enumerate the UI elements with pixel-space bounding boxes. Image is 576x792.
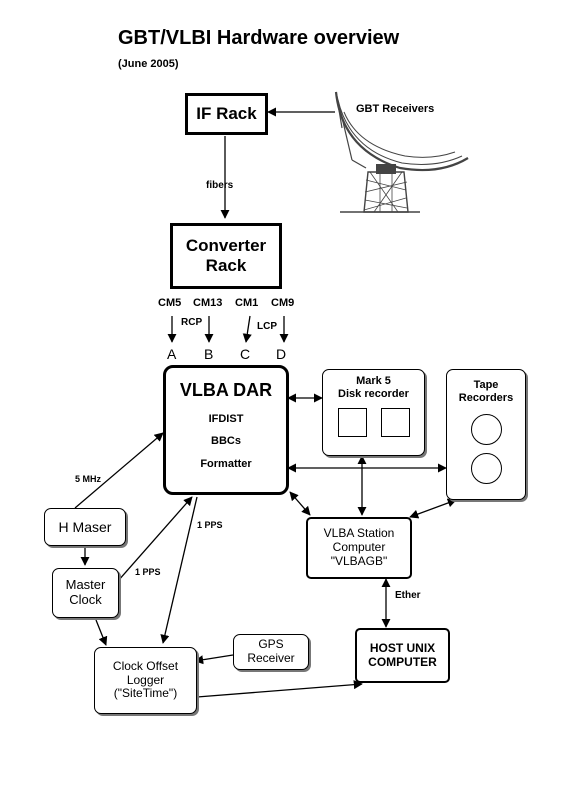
gps-receiver-label-line2: Receiver: [247, 651, 295, 665]
channel-letter-a: A: [167, 346, 177, 362]
station-computer-label-line3: "VLBAGB": [330, 553, 388, 568]
cm1-label: CM1: [235, 297, 259, 309]
channel-letter-d: D: [276, 346, 287, 362]
logger-label-line1: Clock Offset: [112, 658, 179, 673]
mark5-label-line2: Disk recorder: [338, 387, 409, 400]
mark5-disk-slots: [337, 408, 410, 438]
arrow-dar-to-logger: [160, 496, 198, 644]
vlba-dar-title: VLBA DAR: [179, 380, 273, 400]
rcp-label: RCP: [181, 317, 203, 328]
gbt-telescope-icon: [334, 91, 469, 213]
converter-rack-box[interactable]: Converter Rack: [170, 223, 282, 289]
page-title: GBT/VLBI Hardware overview: [118, 27, 400, 49]
clock-offset-logger-box[interactable]: Clock Offset Logger ("SiteTime"): [94, 647, 197, 714]
if-rack-box[interactable]: IF Rack: [185, 93, 268, 135]
cm9-label: CM9: [271, 297, 295, 309]
tape-recorders-label-line1: Tape: [473, 379, 499, 391]
cm5-label: CM5: [158, 297, 182, 309]
disk-slot-icon: [337, 408, 367, 438]
station-computer-label-line1: VLBA Station: [323, 526, 395, 541]
converter-rack-label-line1: Converter: [185, 236, 267, 256]
five-mhz-label: 5 MHz: [75, 474, 102, 484]
vlba-dar-item-formatter: Formatter: [200, 457, 252, 470]
cm13-label: CM13: [193, 297, 223, 309]
vlba-station-computer-box[interactable]: VLBA Station Computer "VLBAGB": [306, 517, 412, 579]
one-pps-dar-label: 1 PPS: [197, 520, 223, 530]
channel-letter-c: C: [240, 346, 251, 362]
host-unix-computer-box[interactable]: HOST UNIX COMPUTER: [355, 628, 450, 683]
vlba-dar-item-bbcs: BBCs: [211, 435, 241, 448]
converter-rack-label-line2: Rack: [205, 256, 247, 275]
arrow-gps-to-logger: [194, 654, 234, 665]
arrow-dar-station: [289, 491, 311, 516]
gps-receiver-label-line1: GPS: [258, 637, 284, 652]
lcp-label: LCP: [257, 321, 277, 332]
host-unix-label-line2: COMPUTER: [368, 654, 437, 669]
fibers-label: fibers: [206, 180, 234, 191]
vlba-dar-box[interactable]: VLBA DAR IFDIST BBCs Formatter: [163, 365, 289, 495]
tape-reel-icon: [470, 453, 502, 485]
disk-slot-icon: [380, 408, 410, 438]
arrow-logger-to-host: [196, 680, 363, 698]
page-subtitle: (June 2005): [118, 58, 179, 70]
one-pps-clock-label: 1 PPS: [135, 567, 161, 577]
ether-label: Ether: [395, 590, 421, 601]
mark5-label-line1: Mark 5: [356, 375, 391, 387]
arrow-tape-station: [409, 498, 457, 519]
gps-receiver-box[interactable]: GPS Receiver: [233, 634, 309, 670]
channel-letter-b: B: [204, 346, 214, 362]
h-maser-box[interactable]: H Maser: [44, 508, 126, 546]
tape-recorders-label-line2: Recorders: [458, 391, 514, 404]
h-maser-label: H Maser: [58, 518, 112, 535]
logger-label-line3: ("SiteTime"): [113, 686, 178, 701]
if-rack-label: IF Rack: [196, 104, 257, 124]
tape-recorders-box[interactable]: Tape Recorders: [446, 369, 526, 500]
mark5-box[interactable]: Mark 5 Disk recorder: [322, 369, 425, 456]
logger-label-line2: Logger: [126, 672, 165, 687]
arrow-maser-to-dar: [74, 432, 164, 509]
master-clock-label-line2: Clock: [69, 592, 102, 607]
host-unix-label-line1: HOST UNIX: [369, 640, 436, 655]
arrow-clock-to-logger: [95, 619, 108, 646]
arrow-clock-to-dar: [109, 496, 193, 591]
vlba-dar-item-ifdist: IFDIST: [208, 412, 244, 425]
master-clock-label-line1: Master: [65, 577, 106, 593]
arrow-cm1-to-c: [242, 315, 252, 343]
tape-reel-icon: [470, 414, 502, 446]
gbt-receivers-label: GBT Receivers: [356, 103, 435, 115]
station-computer-label-line2: Computer: [332, 540, 386, 555]
master-clock-box[interactable]: Master Clock: [52, 568, 119, 618]
